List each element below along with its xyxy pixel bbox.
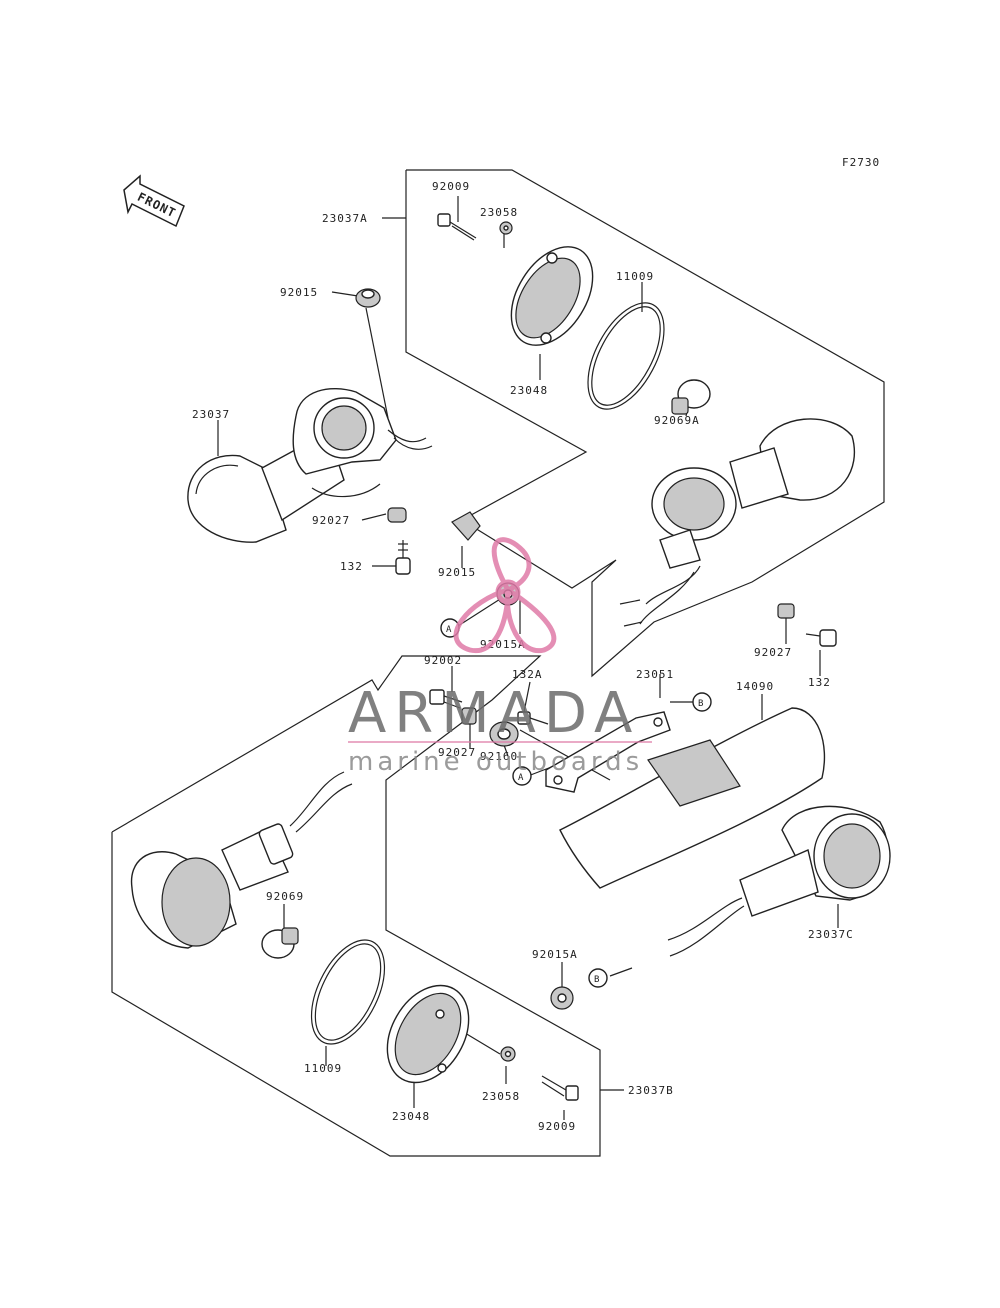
part-label: 92069A (654, 414, 700, 427)
turn-signal-23037c (667, 805, 891, 957)
bulb-92069a (671, 379, 711, 415)
ref-marker-b-lower: B (588, 968, 608, 988)
bolt-132a (517, 711, 549, 725)
part-label: 92002 (424, 654, 462, 667)
collar-92027-right (777, 603, 795, 619)
part-label: 132A (512, 668, 543, 681)
part-label: 11009 (304, 1062, 342, 1075)
part-label: 11009 (616, 270, 654, 283)
nut-23058-top (499, 221, 513, 235)
watermark-subtitle: marine outboards (348, 747, 643, 777)
part-label: 92015 (438, 566, 476, 579)
part-label: 23037B (628, 1084, 674, 1097)
ref-a-lower-text: A (518, 773, 524, 783)
screw-92009-low (541, 1075, 579, 1101)
part-label: 23048 (510, 384, 548, 397)
part-label: 92009 (538, 1120, 576, 1133)
lens-rim-23048-top (510, 246, 594, 346)
ref-b-upper-text: B (698, 699, 703, 709)
assembly-outline-23037a (405, 169, 885, 678)
gasket-11009-low (310, 939, 386, 1045)
part-label: 23037C (808, 928, 854, 941)
part-label: 23037 (192, 408, 230, 421)
ref-marker-a-lower: A (512, 766, 532, 786)
part-label: 23051 (636, 668, 674, 681)
bolt-92002 (429, 689, 463, 709)
part-label: 23058 (482, 1090, 520, 1103)
assembly-outline-23037b (111, 655, 601, 1157)
part-label: 92015 (280, 286, 318, 299)
lens-rim-23048-low (386, 984, 470, 1084)
watermark: ARMADA marine outboards (348, 537, 652, 777)
grommet-92015-mid (451, 511, 481, 541)
part-label: 92027 (438, 746, 476, 759)
part-label: 92160 (480, 750, 518, 763)
bolt-92009-top (437, 213, 477, 241)
ref-marker-b-upper: B (692, 692, 712, 712)
part-label: 92069 (266, 890, 304, 903)
turn-signal-right-top (619, 418, 856, 627)
fender-14090 (559, 707, 826, 889)
damper-92160 (489, 721, 519, 747)
bulb-92069 (261, 927, 299, 959)
part-label: 92027 (312, 514, 350, 527)
part-label: 92027 (754, 646, 792, 659)
ref-a-upper-text: A (446, 625, 452, 635)
bolt-132-right (805, 629, 837, 647)
part-label: 14090 (736, 680, 774, 693)
front-arrow-icon: FRONT (123, 174, 185, 228)
collar-92027-center (461, 707, 477, 725)
part-label: 23048 (392, 1110, 430, 1123)
part-labels: 92009 23037A 23058 11009 92015 23048 230… (192, 180, 854, 1133)
ref-b-lower-text: B (594, 975, 599, 985)
part-label: 92009 (432, 180, 470, 193)
gasket-11009-top (587, 302, 665, 410)
turn-signal-23037 (187, 388, 433, 543)
turn-signal-left-bottom (130, 771, 353, 949)
part-label: 132 (340, 560, 363, 573)
collar-92027-left (387, 507, 407, 523)
collar-92015-top (355, 288, 381, 308)
part-label: 132 (808, 676, 831, 689)
part-label: 23058 (480, 206, 518, 219)
watermark-title: ARMADA (348, 681, 640, 746)
figure-code: F2730 (842, 156, 880, 169)
propeller-logo-icon (453, 537, 557, 654)
nut-23058-low (500, 1046, 516, 1062)
nut-92015a-low (550, 986, 574, 1010)
part-label: 92015A (532, 948, 578, 961)
part-label: 23037A (322, 212, 368, 225)
bolt-132-left (395, 540, 411, 575)
